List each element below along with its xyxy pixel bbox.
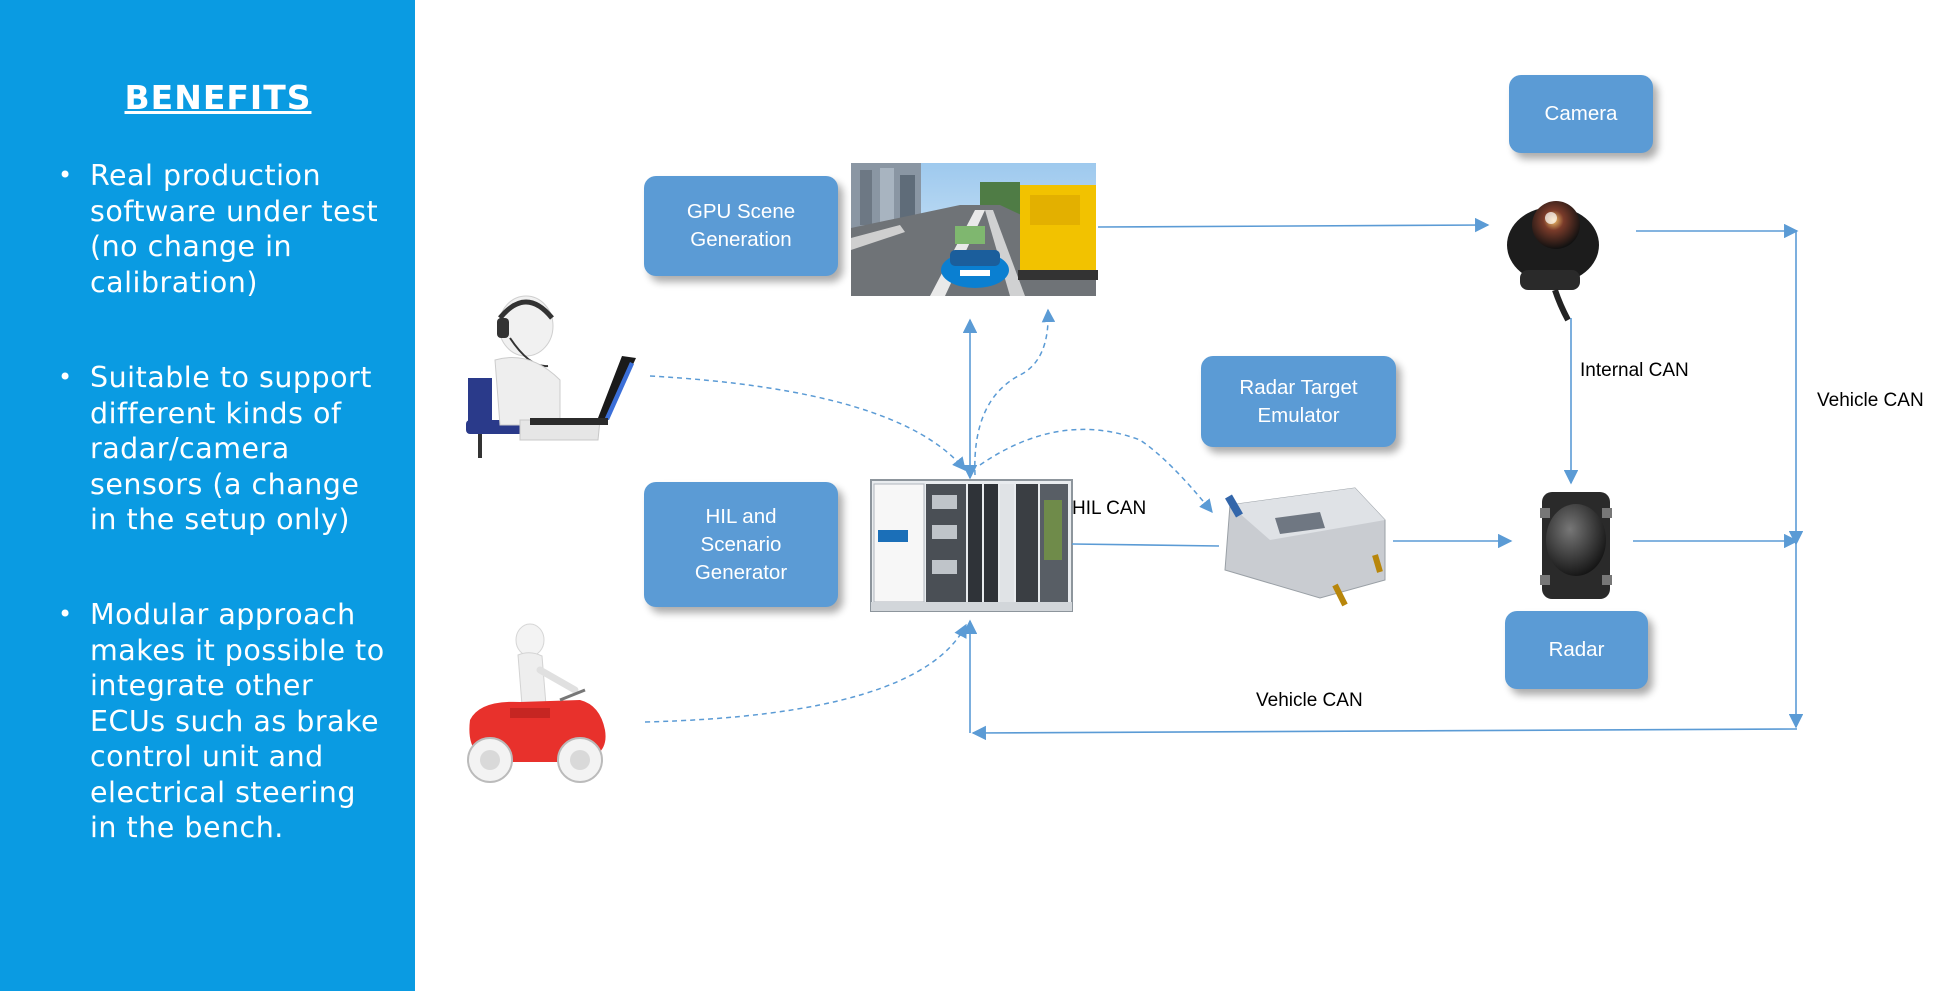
- benefits-title: BENEFITS: [124, 78, 312, 117]
- operator-with-laptop-image: [466, 295, 636, 458]
- bullet-icon: •: [58, 363, 73, 391]
- camera-label: Camera: [1544, 102, 1618, 125]
- radar-sensor-image: [1540, 492, 1612, 599]
- internal-can-label: Internal CAN: [1580, 360, 1689, 381]
- radar-target-emulator-label: Radar Target Emulator: [1239, 375, 1358, 427]
- hil-can-line: [1071, 543, 1220, 547]
- benefit-text: Real production software under test (no …: [90, 159, 379, 299]
- hil-to-emulator-dashed-arrow: [979, 428, 1213, 514]
- benefit-text: Suitable to support different kinds of r…: [90, 361, 372, 536]
- benefit-item: • Modular approach makes it possible to …: [58, 597, 388, 846]
- hil-scenario-generator-box: HIL and Scenario Generator: [644, 482, 838, 607]
- vehicle-can-return-arrow: [971, 725, 1798, 741]
- hil-chassis-image: [870, 479, 1073, 612]
- dashed-connectors: [644, 308, 1213, 723]
- radar-label: Radar: [1548, 638, 1605, 661]
- vehicle-can-bottom-label: Vehicle CAN: [1256, 690, 1363, 711]
- driving-scene-image: [851, 163, 1098, 296]
- benefit-item: • Suitable to support different kinds of…: [58, 360, 388, 538]
- hil-to-scene-dashed-arrow: [974, 308, 1056, 476]
- bullet-icon: •: [58, 161, 73, 189]
- camera-box: Camera: [1509, 75, 1653, 153]
- gpu-scene-generation-label: GPU Scene Generation: [686, 200, 796, 251]
- radar-box: Radar: [1505, 611, 1648, 689]
- scene-to-camera-arrow: [1097, 217, 1490, 233]
- driver-on-toy-car-image: [467, 623, 606, 783]
- benefit-text: Modular approach makes it possible to in…: [90, 598, 385, 844]
- hil-can-label: HIL CAN: [1072, 498, 1147, 519]
- camera-sensor-image: [1507, 201, 1599, 322]
- bullet-icon: •: [58, 600, 73, 628]
- hil-scenario-generator-label: HIL and Scenario Generator: [694, 504, 788, 584]
- solid-connectors: [962, 217, 1804, 741]
- gpu-scene-generation-box: GPU Scene Generation: [644, 176, 838, 276]
- benefit-item: • Real production software under test (n…: [58, 158, 388, 300]
- driver-to-hil-dashed-arrow: [644, 623, 967, 723]
- benefits-panel: BENEFITS • Real production software unde…: [0, 0, 415, 991]
- operator-to-hil-dashed-arrow: [649, 375, 966, 472]
- vehicle-can-right-label: Vehicle CAN: [1817, 390, 1924, 411]
- radar-target-emulator-image: [1224, 487, 1386, 607]
- radar-target-emulator-box: Radar Target Emulator: [1201, 356, 1396, 447]
